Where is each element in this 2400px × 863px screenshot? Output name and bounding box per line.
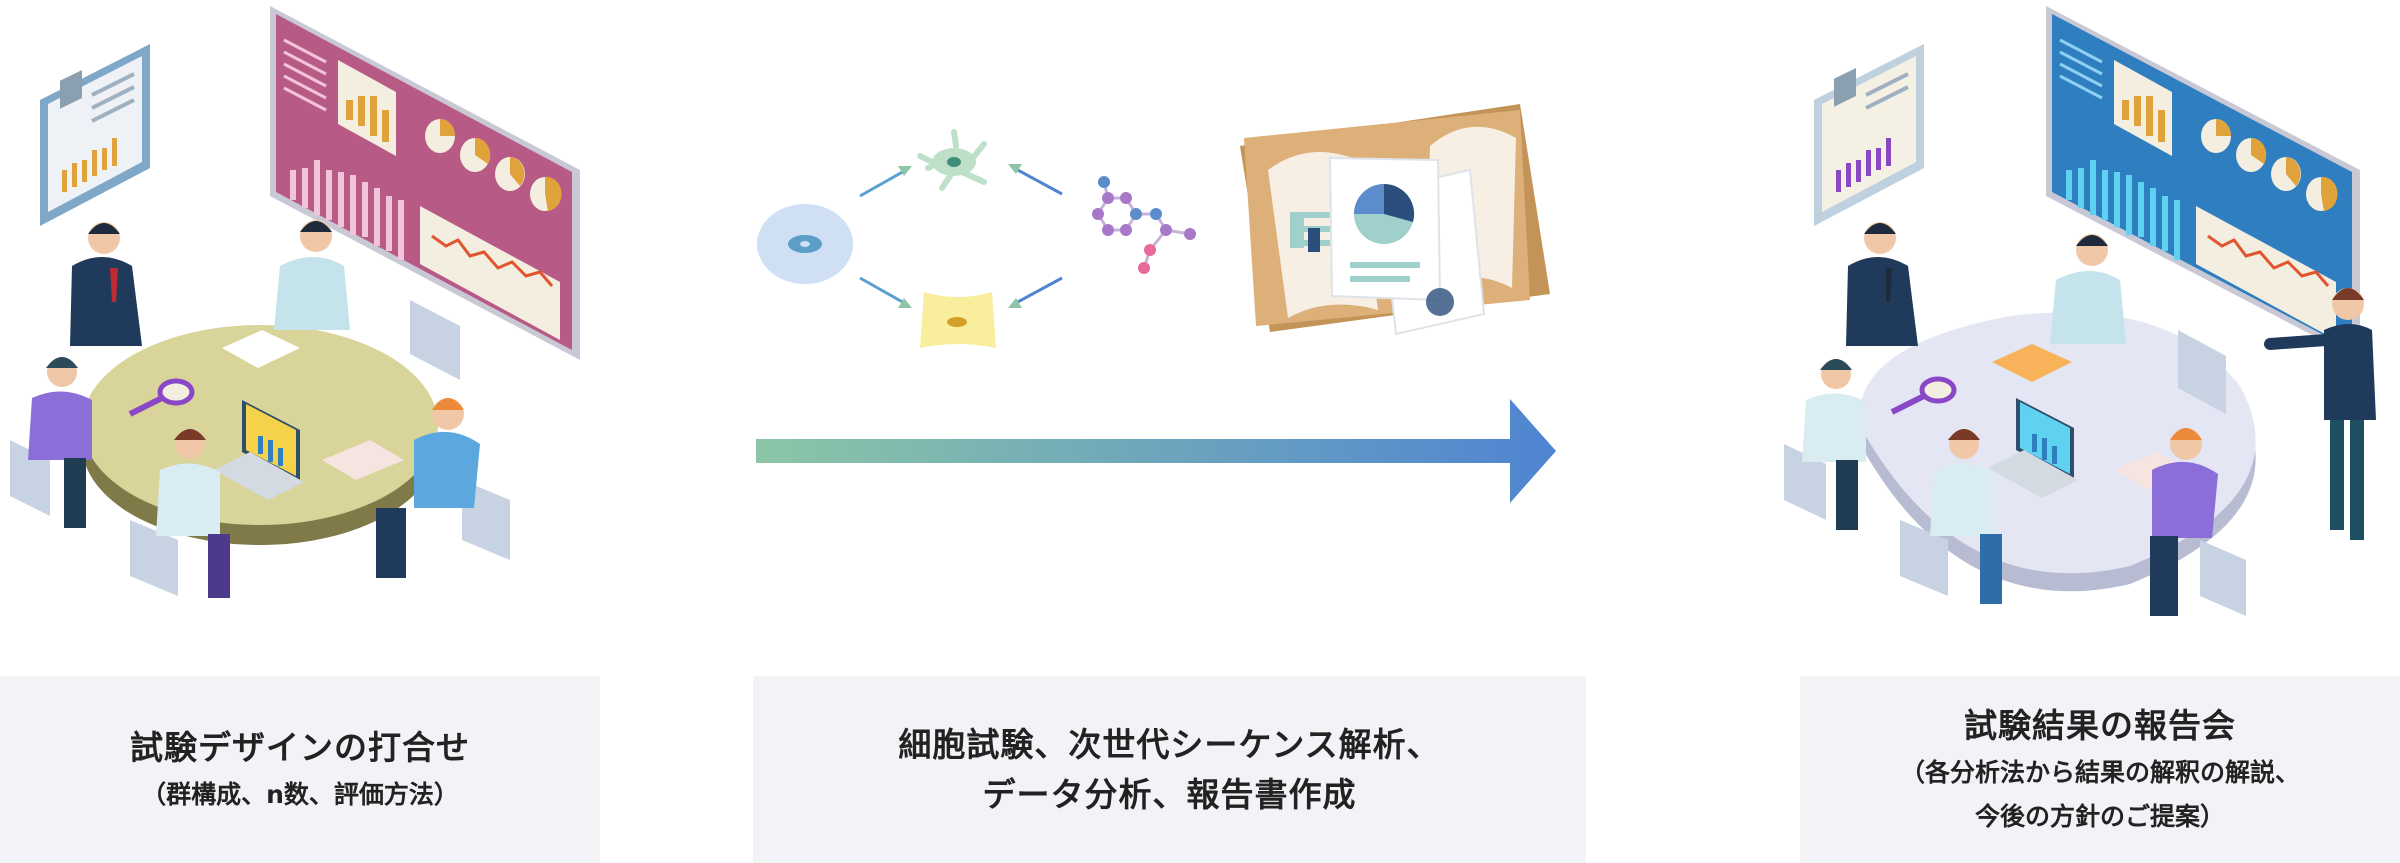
experiment-illustration	[757, 104, 1550, 348]
magnifier-icon	[1890, 376, 1957, 415]
step1-title: 試験デザインの打合せ	[130, 727, 470, 767]
person-orange-hair	[376, 398, 480, 578]
step-design-meeting: 試験デザインの打合せ （群構成、n数、評価方法）	[0, 676, 600, 863]
design-meeting-illustration	[10, 6, 580, 598]
report-folder-icon	[1240, 104, 1550, 336]
person-laptop-user	[1930, 429, 2002, 604]
step3-subtitle-line2: 今後の方針のご提案）	[1974, 801, 2225, 831]
person-orange-hair	[2150, 428, 2218, 616]
person-seated-left	[1802, 359, 1866, 530]
step-report-meeting: 試験結果の報告会 （各分析法から結果の解釈の解説、 今後の方針のご提案）	[1800, 676, 2400, 863]
person-purple	[28, 357, 92, 528]
step2-title-line2: データ分析、報告書作成	[982, 774, 1357, 814]
pie-icons	[425, 119, 562, 211]
molecule-icon	[1092, 176, 1196, 274]
small-board	[40, 44, 150, 226]
magnifier-icon	[128, 378, 195, 417]
person-lab-coat	[274, 220, 350, 330]
step3-subtitle-line1: （各分析法から結果の解釈の解説、	[1899, 757, 2300, 787]
laptop-icon	[214, 400, 304, 500]
process-arrow	[756, 399, 1556, 503]
chairs	[1784, 330, 2246, 616]
step2-title-line1: 細胞試験、次世代シーケンス解析、	[898, 724, 1441, 764]
small-board	[1814, 44, 1924, 226]
big-board	[270, 6, 580, 360]
step1-subtitle: （群構成、n数、評価方法）	[141, 779, 459, 809]
big-board	[2046, 6, 2360, 360]
person-suit	[1846, 222, 1918, 346]
pie-icons	[2201, 119, 2338, 211]
person-laptop-user	[156, 429, 230, 598]
adipocyte-icon	[920, 292, 996, 348]
cell-icon	[757, 204, 853, 284]
person-lab-coat	[2050, 234, 2126, 344]
person-suit	[70, 222, 142, 346]
person-presenter	[2264, 288, 2376, 540]
step-experiment: 細胞試験、次世代シーケンス解析、 データ分析、報告書作成	[753, 676, 1586, 863]
report-meeting-illustration	[1784, 6, 2376, 616]
laptop-icon	[1988, 398, 2078, 498]
neuron-icon	[917, 129, 987, 191]
step3-title: 試験結果の報告会	[1964, 705, 2236, 745]
arrows-small	[859, 164, 1063, 308]
